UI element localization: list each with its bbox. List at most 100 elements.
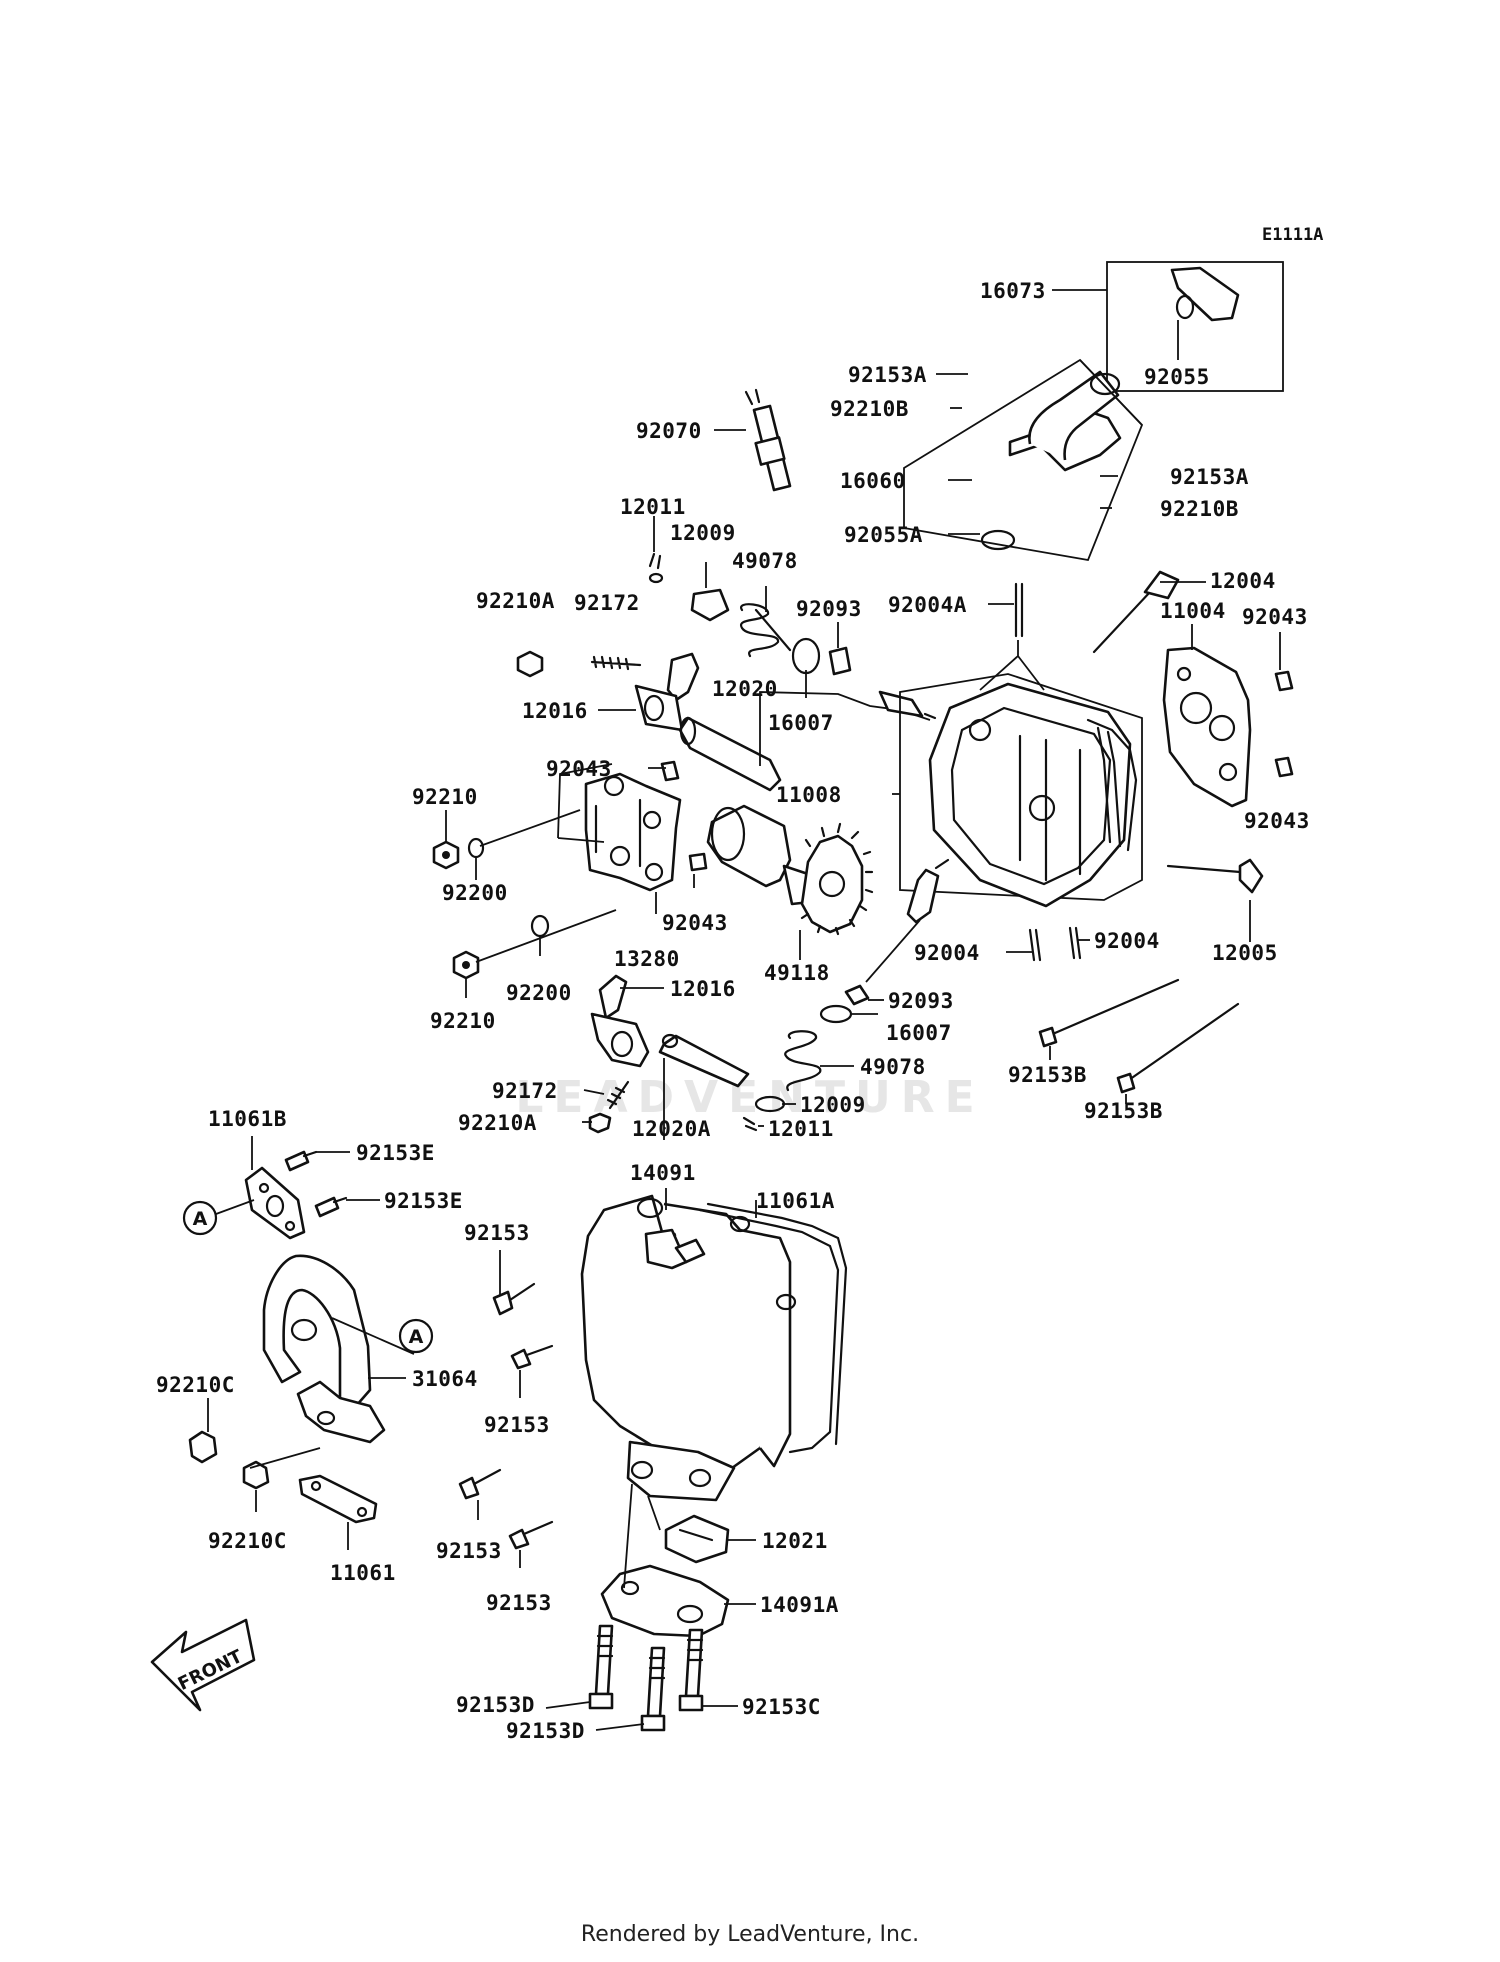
dowel-92043-right-bottom <box>1274 756 1294 778</box>
label-92070: 92070 <box>636 419 702 443</box>
bolt-92153C <box>678 1628 704 1712</box>
label-92200-1: 92200 <box>442 881 508 905</box>
label-11008: 11008 <box>776 783 842 807</box>
label-12005: 12005 <box>1212 941 1278 965</box>
rocker-arm-12016-bottom <box>590 974 650 1068</box>
valve-spring-49078-top <box>739 603 792 658</box>
watermark-text: LEADVENTURE <box>515 1072 984 1123</box>
label-13280: 13280 <box>614 947 680 971</box>
bolt-92153-3 <box>458 1468 502 1500</box>
valve-cotter-12011-bottom <box>742 1116 758 1132</box>
label-92153-1: 92153 <box>464 1221 530 1245</box>
label-92043-2: 92043 <box>546 757 612 781</box>
label-92200-2: 92200 <box>506 981 572 1005</box>
front-direction-arrow: FRONT <box>150 1618 256 1712</box>
label-92210A-1: 92210A <box>476 589 555 613</box>
label-92153-2: 92153 <box>484 1413 550 1437</box>
label-92210A-2: 92210A <box>458 1111 537 1135</box>
cotter-92004-right <box>1068 926 1082 960</box>
label-92210C-2: 92210C <box>208 1529 287 1553</box>
label-12021: 12021 <box>762 1529 828 1553</box>
label-92043-4: 92043 <box>662 911 728 935</box>
ref-marker-a-2: A <box>398 1318 434 1354</box>
label-31064: 31064 <box>412 1367 478 1391</box>
label-11061A: 11061A <box>756 1189 835 1213</box>
label-92153-4: 92153 <box>486 1591 552 1615</box>
label-16007-2: 16007 <box>886 1021 952 1045</box>
label-11004: 11004 <box>1160 599 1226 623</box>
ref-marker-a-1: A <box>182 1200 218 1236</box>
bolt-92153E-2 <box>314 1196 348 1218</box>
cylinder-head-11008 <box>899 673 1143 908</box>
valve-spring-49078-bottom <box>784 1030 822 1092</box>
intake-valve-12004 <box>1092 570 1180 654</box>
o-ring-92055A <box>980 529 1016 551</box>
stud-92153B-left <box>1038 978 1180 1048</box>
cover-14091A <box>600 1564 730 1638</box>
label-16007-1: 16007 <box>768 711 834 735</box>
cap-92093-bottom <box>844 984 870 1006</box>
dowel-92043-left-mid <box>688 852 708 872</box>
label-12016-1: 12016 <box>522 699 588 723</box>
label-92004-1: 92004 <box>914 941 980 965</box>
label-92004-2: 92004 <box>1094 929 1160 953</box>
svg-text:A: A <box>409 1326 424 1348</box>
label-16073: 16073 <box>980 279 1046 303</box>
bolt-92153E-1 <box>284 1150 318 1172</box>
label-92093-1: 92093 <box>796 597 862 621</box>
rocker-shaft-12020A <box>658 1033 750 1088</box>
label-92210B-2: 92210B <box>1160 497 1239 521</box>
label-92153D-1: 92153D <box>456 1693 535 1717</box>
gasket-11061A <box>698 1202 848 1454</box>
spark-plug-92070 <box>744 388 792 492</box>
nut-92210-bottom <box>452 950 480 980</box>
label-92153-3: 92153 <box>436 1539 502 1563</box>
spring-retainer-12009 <box>690 588 730 622</box>
label-92153A-2: 92153A <box>1170 465 1249 489</box>
plate-11061 <box>298 1474 378 1524</box>
nut-92210-top <box>432 840 460 870</box>
label-16060: 16060 <box>840 469 906 493</box>
svg-text:A: A <box>193 1208 208 1230</box>
label-92043-1: 92043 <box>1242 605 1308 629</box>
label-12011-1: 12011 <box>620 495 686 519</box>
label-92210-2: 92210 <box>430 1009 496 1033</box>
label-92093-2: 92093 <box>888 989 954 1013</box>
nut-92210A-bottom <box>588 1112 612 1134</box>
head-gasket-11004 <box>1162 646 1252 808</box>
valve-guide-bottom <box>906 858 950 924</box>
seal-16007-bottom <box>819 1004 853 1024</box>
label-49118: 49118 <box>764 961 830 985</box>
label-92153E-2: 92153E <box>384 1189 463 1213</box>
gasket-12021 <box>664 1514 730 1564</box>
label-11061B: 11061B <box>208 1107 287 1131</box>
washer-92200-bottom <box>530 914 550 938</box>
label-11061: 11061 <box>330 1561 396 1585</box>
label-12009-1: 12009 <box>670 521 736 545</box>
label-92172-1: 92172 <box>574 591 640 615</box>
bolt-92153D-left <box>588 1624 614 1710</box>
valve-cover-14091 <box>580 1194 797 1502</box>
spring-92172-top <box>590 655 642 671</box>
bracket-31064 <box>262 1254 386 1444</box>
label-92043-3: 92043 <box>1244 809 1310 833</box>
label-92153A-1: 92153A <box>848 363 927 387</box>
intake-pipe-16060 <box>980 370 1122 551</box>
label-12004: 12004 <box>1210 569 1276 593</box>
label-14091: 14091 <box>630 1161 696 1185</box>
label-12009-2: 12009 <box>800 1093 866 1117</box>
part-labels: 16073 92055 92153A 92210B 92070 16060 92… <box>156 279 1310 1743</box>
leader-lines <box>207 289 1281 1731</box>
camshaft-49118 <box>706 804 874 936</box>
label-92210C-1: 92210C <box>156 1373 235 1397</box>
label-92210B-1: 92210B <box>830 397 909 421</box>
cotter-92004A <box>1014 582 1024 638</box>
rocker-holder-13280 <box>584 772 682 892</box>
bolt-92153-4 <box>508 1520 554 1550</box>
dowel-92043-right-top <box>1274 670 1294 692</box>
cotter-92004-left <box>1028 928 1042 962</box>
rocker-shaft-12020 <box>678 716 782 792</box>
label-14091A: 14091A <box>760 1593 839 1617</box>
label-92153C: 92153C <box>742 1695 821 1719</box>
bolt-92153-1 <box>492 1282 536 1316</box>
